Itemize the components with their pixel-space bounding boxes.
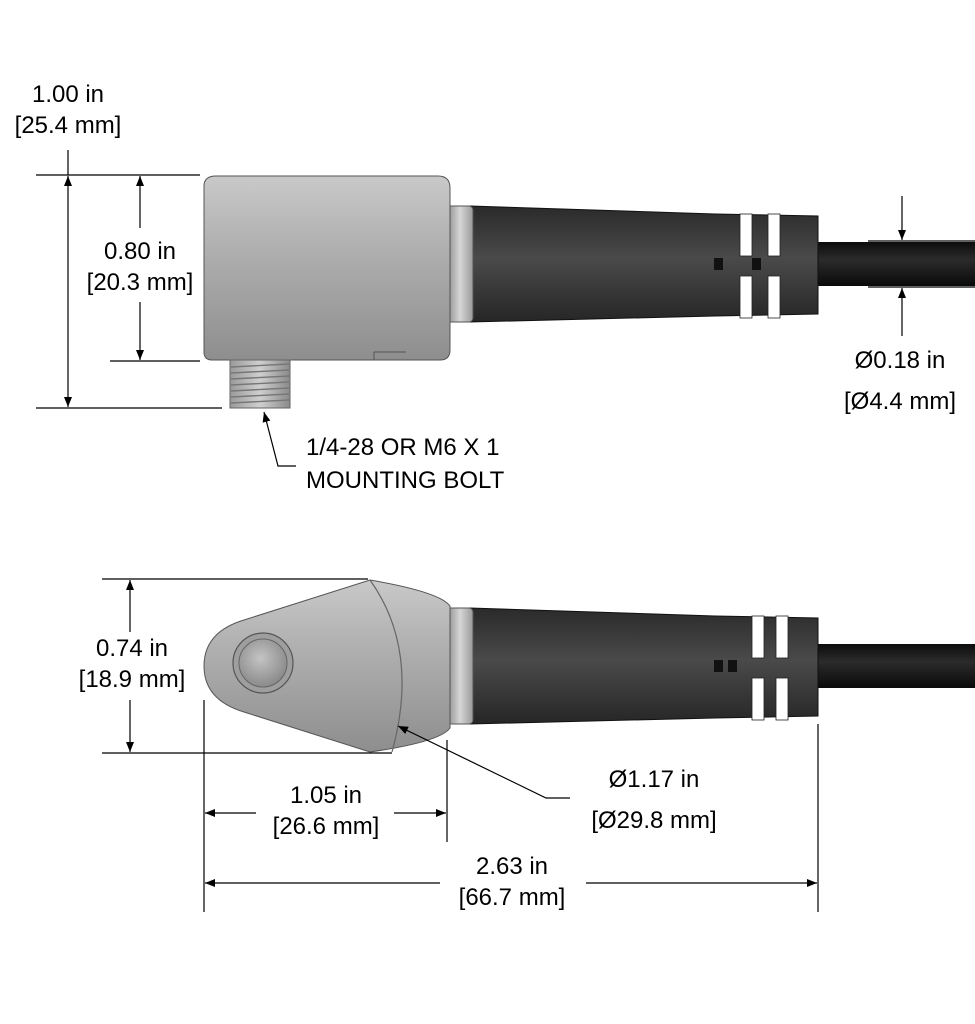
side-mounting-bolt [229,359,291,409]
overall-length-imperial: 2.63 in [475,853,549,880]
side-cable [815,242,975,286]
head-diameter-metric: [Ø29.8 mm] [591,807,717,834]
plan-boot [469,607,819,725]
mounting-bolt-label: MOUNTING BOLT [306,467,505,494]
plan-boot-grooves [751,615,789,721]
body-height-imperial: 0.80 in [103,238,177,265]
mounting-bolt-spec: 1/4-28 OR M6 X 1 [306,434,500,461]
plan-head [203,579,451,753]
hole-to-boot-metric: [26.6 mm] [272,813,380,840]
plan-view [203,579,975,753]
side-boot-grooves [739,213,781,319]
side-boot [469,205,819,323]
overall-height-imperial: 1.00 in [31,81,105,108]
side-collar [446,205,474,323]
side-housing [203,175,451,361]
overall-height-metric: [25.4 mm] [14,112,122,139]
body-width-metric: [18.9 mm] [78,666,186,693]
cable-diameter-imperial: Ø0.18 in [854,347,946,374]
body-height-metric: [20.3 mm] [86,269,194,296]
hole-to-boot-imperial: 1.05 in [289,782,363,809]
side-view [203,175,975,409]
plan-collar [446,607,474,725]
plan-cable [815,644,975,688]
overall-length-metric: [66.7 mm] [458,884,566,911]
head-diameter-imperial: Ø1.17 in [608,766,700,793]
dimension-lines [36,150,975,912]
body-width-imperial: 0.74 in [95,635,169,662]
cable-diameter-metric: [Ø4.4 mm] [843,388,957,415]
